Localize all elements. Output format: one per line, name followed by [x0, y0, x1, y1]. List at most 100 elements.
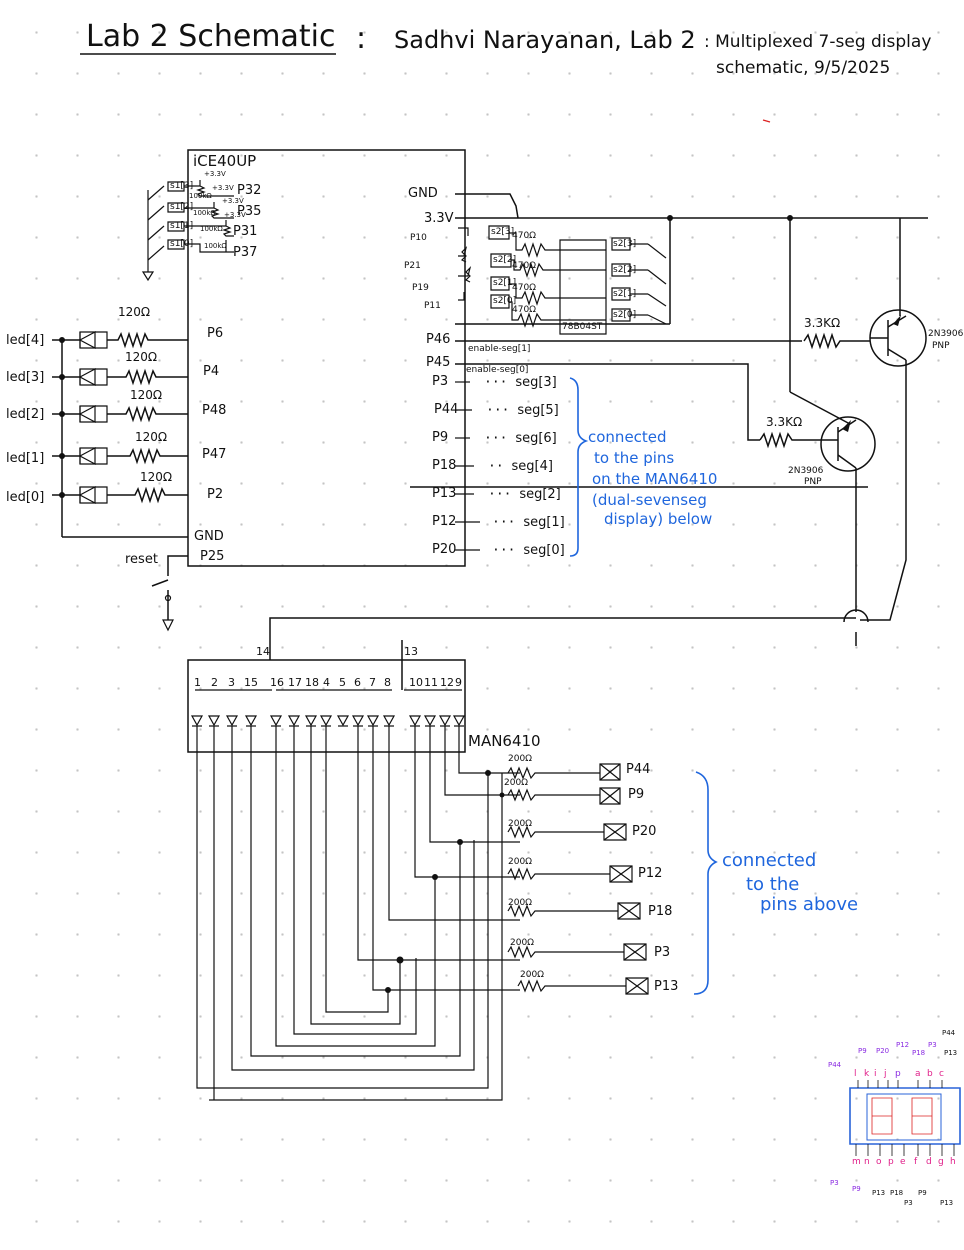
title-colon: : [356, 21, 367, 56]
segment-label: ··· seg[3] [484, 375, 557, 390]
display-pin-number: 7 [369, 676, 376, 689]
mini-bottom-letter: n [864, 1157, 870, 1167]
seg-pin-label: P12 [432, 514, 457, 529]
anode-pin-label: 13 [404, 645, 418, 658]
seg-pin-label: P44 [434, 402, 459, 417]
display-pin-number: 5 [339, 676, 346, 689]
pull-resistor-label: 100kΩ [193, 209, 216, 217]
led-label: led[1] [6, 451, 45, 466]
note-bottom-line: connected [722, 850, 817, 871]
mini-top-pin: P9 [858, 1047, 867, 1055]
anode-pin-label: 14 [256, 645, 270, 658]
enable-label: enable-seg[0] [466, 365, 529, 375]
segment-label: ··· seg[1] [492, 515, 565, 530]
mini-top-letter: c [939, 1069, 944, 1079]
mini-bottom-letter: e [900, 1157, 906, 1167]
mini-top-letter: b [927, 1069, 933, 1079]
diagram-title: Lab 2 Schematic [86, 19, 336, 54]
mini-bottom-letter: d [926, 1157, 932, 1167]
led-pin-label: P48 [202, 403, 227, 418]
display-wiring [197, 726, 520, 1100]
display-out-pin: P13 [654, 979, 679, 994]
led-label: led[2] [6, 407, 45, 422]
switch-label: s1[2] [170, 202, 194, 212]
pullup-label: +3.3V [204, 170, 226, 178]
display-resistor-label: 200Ω [504, 778, 529, 788]
fpga-pin-label: P31 [233, 224, 258, 239]
fpga-pin-label: P32 [237, 183, 262, 198]
pullup-label: +3.3V [222, 197, 244, 205]
fpga-box [188, 150, 465, 566]
led-label: led[0] [6, 490, 45, 505]
mini-bottom-pin: P3 [904, 1199, 913, 1207]
mini-bottom-letter: p [888, 1157, 894, 1167]
segment-label: ··· seg[5] [486, 403, 559, 418]
mini-top-letter: l [854, 1069, 857, 1079]
segment-label: ··· seg[2] [488, 487, 561, 502]
mini-bottom-pin: P18 [890, 1189, 904, 1197]
mini-top-pin: P18 [912, 1049, 926, 1057]
note-bottom-line: pins above [760, 894, 859, 915]
mini-bottom-letter: f [914, 1157, 918, 1167]
display-pin-number: 16 [270, 676, 284, 689]
mini-top-letter: p [895, 1069, 901, 1079]
mini-bottom-pin: P9 [852, 1185, 861, 1193]
led-pin-label: P47 [202, 447, 227, 462]
mini-top-pin: P3 [928, 1041, 937, 1049]
dip-resistor-label: 470Ω [512, 231, 537, 241]
display-out-pin: P20 [632, 824, 657, 839]
display-name: MAN6410 [468, 732, 541, 750]
display-pin-number: 6 [354, 676, 361, 689]
led-row [52, 406, 188, 422]
mini-top-pin: P12 [896, 1041, 910, 1049]
transistor-resistor-label: 3.3KΩ [804, 316, 841, 330]
display-resistor-label: 200Ω [510, 938, 535, 948]
pullup-label: +3.3V [212, 184, 234, 192]
display-pin-number: 10 [409, 676, 423, 689]
mini-top-letter: j [884, 1069, 887, 1079]
display-pin-number: 12 [440, 676, 454, 689]
display-out-pin: P3 [654, 945, 671, 960]
dip-part-number: 78B04ST [562, 322, 603, 332]
mini-bottom-letter: o [876, 1157, 882, 1167]
led-pin-label: P6 [207, 326, 224, 341]
transistor-part: 2N3906 [928, 329, 964, 339]
mini-bottom-pin: P13 [872, 1189, 886, 1197]
transistor-type: PNP [804, 477, 822, 487]
display-resistor-label: 200Ω [508, 819, 533, 829]
author-line: Sadhvi Narayanan, Lab 2 [394, 26, 696, 54]
fpga-right-gnd: GND [408, 186, 438, 201]
mini-top-pin: P13 [944, 1049, 958, 1057]
display-pin-number: 9 [455, 676, 462, 689]
transistor-bottom [821, 417, 875, 471]
dip-pin-label: P11 [424, 301, 441, 311]
dip-output-label: s2[2] [613, 265, 637, 275]
led-resistor-label: 120Ω [118, 305, 151, 319]
mini-top-pin: P44 [828, 1061, 842, 1069]
onboard-switches [143, 180, 234, 280]
mini-top-letter: k [864, 1069, 870, 1079]
note-top-line: connected [588, 428, 667, 446]
led-row [52, 369, 188, 385]
led-resistor-label: 120Ω [130, 388, 163, 402]
display-pin-number: 11 [424, 676, 438, 689]
dip-output-label: s2[0] [613, 310, 637, 320]
led-resistor-label: 120Ω [140, 470, 173, 484]
transistor-resistor-label: 3.3KΩ [766, 415, 803, 429]
note-top-line: to the pins [594, 449, 675, 467]
dip-input-label: s2[1] [493, 278, 517, 288]
mini-bottom-letter: m [852, 1157, 861, 1167]
display-resistor-label: 200Ω [508, 898, 533, 908]
enable-pin-label: P45 [426, 355, 451, 370]
pin-box [600, 764, 620, 780]
description-line-1: : Multiplexed 7-seg display [704, 32, 932, 52]
mini-bottom-letter: g [938, 1157, 944, 1167]
seg-leads [455, 382, 480, 550]
reset-label: reset [125, 552, 158, 567]
note-bracket-top [570, 378, 586, 556]
led-resistor-label: 120Ω [125, 350, 158, 364]
display-resistor-label: 200Ω [508, 857, 533, 867]
segment-label: ·· seg[4] [488, 459, 553, 474]
switch-label: s1[1] [170, 221, 194, 231]
dip-output-label: s2[1] [613, 289, 637, 299]
